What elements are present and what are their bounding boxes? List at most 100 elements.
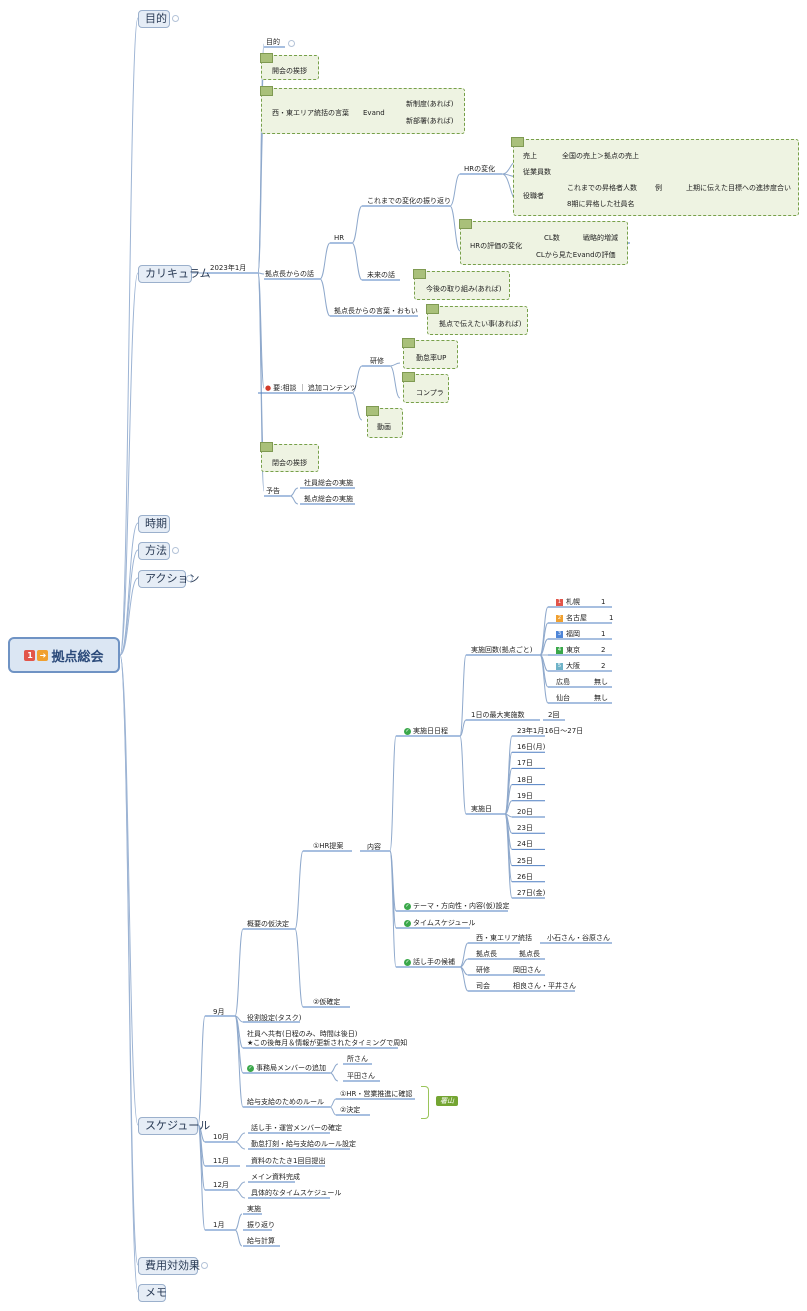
- node-west-east-words[interactable]: 西・東エリア統括の言葉: [272, 109, 349, 117]
- base-count[interactable]: 無し: [594, 678, 608, 686]
- node-member1[interactable]: 所さん: [347, 1055, 368, 1063]
- node-goal-rate[interactable]: 上期に伝えた目標への進捗度合い: [686, 184, 791, 192]
- node-video[interactable]: 動画: [377, 423, 391, 431]
- node-oct1[interactable]: 話し手・運営メンバーの確定: [251, 1124, 342, 1132]
- node-timeschedule[interactable]: ✓タイムスケジュール: [404, 919, 475, 928]
- day-item[interactable]: 23年1月16日〜27日: [517, 727, 584, 735]
- expand-icon[interactable]: [201, 1262, 208, 1269]
- node-base-head-talk[interactable]: 拠点長からの話: [265, 270, 314, 278]
- node-jan2[interactable]: 振り返り: [247, 1221, 275, 1229]
- day-item[interactable]: 16日(月): [517, 743, 546, 752]
- base-item[interactable]: 仙台: [556, 694, 570, 703]
- node-opening[interactable]: 開会の挨拶: [272, 67, 307, 75]
- speaker-role[interactable]: 拠点長: [476, 950, 497, 958]
- node-cl-count[interactable]: CL数: [544, 234, 560, 242]
- node-jan[interactable]: 1月: [213, 1221, 225, 1229]
- node-speakers[interactable]: ✓話し手の候補: [404, 958, 455, 967]
- node-jan1[interactable]: 実施: [247, 1205, 261, 1213]
- node-oct[interactable]: 10月: [213, 1133, 229, 1141]
- branch-schedule[interactable]: スケジュール: [138, 1117, 210, 1135]
- day-item[interactable]: 20日: [517, 808, 533, 816]
- expand-icon[interactable]: [172, 15, 179, 22]
- node-hr-review[interactable]: これまでの変化の振り返り: [367, 197, 451, 205]
- branch-purpose[interactable]: 目的: [138, 10, 170, 28]
- node-notice[interactable]: 予告: [266, 487, 280, 495]
- speaker-role[interactable]: 司会: [476, 982, 490, 990]
- node-promoted-count[interactable]: これまでの昇格者人数: [567, 184, 637, 192]
- node-hr[interactable]: HR: [334, 234, 345, 242]
- node-new-dept[interactable]: 新部署(あれば): [406, 117, 454, 125]
- root-topic[interactable]: 1➜拠点総会: [8, 637, 120, 673]
- node-base-words[interactable]: 拠点長からの言葉・おもい: [334, 307, 418, 315]
- node-future-talk[interactable]: 未来の話: [367, 271, 395, 279]
- speaker-role[interactable]: 研修: [476, 966, 490, 974]
- branch-memo[interactable]: メモ: [138, 1284, 167, 1302]
- node-oct2[interactable]: 勤怠打刻・給与支給のルール設定: [251, 1140, 356, 1148]
- node-dec[interactable]: 12月: [213, 1181, 229, 1189]
- node-share1[interactable]: 社員へ共有(日程のみ、時間は後日): [247, 1030, 358, 1038]
- day-item[interactable]: 25日: [517, 856, 533, 865]
- speaker-name[interactable]: 岡田さん: [513, 966, 541, 974]
- node-pay1[interactable]: ①HR・営業推進に確認: [340, 1090, 413, 1098]
- day-item[interactable]: 18日: [517, 775, 533, 784]
- node-sales-detail[interactable]: 全国の売上＞拠点の売上: [562, 152, 639, 160]
- node-share2[interactable]: ★この後毎月＆情報が更新されたタイミングで周知: [247, 1039, 408, 1047]
- base-count[interactable]: 1: [609, 614, 614, 622]
- node-nov[interactable]: 11月: [213, 1157, 229, 1165]
- node-attendance[interactable]: 勤怠率UP: [416, 354, 447, 362]
- node-count-by-base[interactable]: 実施回数(拠点ごと): [471, 646, 533, 654]
- node-role-setting[interactable]: 役割設定(タスク): [247, 1014, 302, 1022]
- speaker-name[interactable]: 小石さん・谷原さん: [547, 934, 610, 942]
- node-pay-rule[interactable]: 給与支給のためのルール: [247, 1098, 324, 1106]
- branch-curriculum[interactable]: カリキュラム: [138, 265, 211, 283]
- node-content[interactable]: 内容: [367, 843, 381, 851]
- node-compliance[interactable]: コンプラ: [416, 389, 444, 397]
- speaker-name[interactable]: 相良さん・平井さん: [513, 982, 576, 990]
- node-tentative[interactable]: ②仮確定: [313, 998, 341, 1006]
- base-count[interactable]: 無し: [594, 694, 608, 702]
- node-dec1[interactable]: メイン資料完成: [251, 1173, 300, 1181]
- node-h-promoted[interactable]: 8期に昇格した社員名: [567, 200, 635, 208]
- node-dates[interactable]: ✓実施日日程: [404, 727, 448, 736]
- node-employees[interactable]: 従業員数: [523, 168, 551, 176]
- node-strategic[interactable]: 戦略的増減: [583, 234, 618, 242]
- day-item[interactable]: 24日: [517, 840, 533, 849]
- branch-timing[interactable]: 時期: [138, 515, 170, 533]
- node-example[interactable]: 例: [655, 184, 662, 192]
- branch-action[interactable]: アクション: [138, 570, 199, 588]
- node-dec2[interactable]: 具体的なタイムスケジュール: [251, 1189, 342, 1197]
- branch-cost-effect[interactable]: 費用対効果: [138, 1257, 200, 1275]
- node-notice1[interactable]: 社員総会の実施: [304, 479, 353, 487]
- day-item[interactable]: 23日: [517, 824, 533, 833]
- expand-icon[interactable]: [172, 547, 179, 554]
- node-cl-eval[interactable]: CLから見たEvandの評価: [536, 251, 616, 259]
- node-theme[interactable]: ✓テーマ・方向性・内容(仮)設定: [404, 902, 509, 911]
- node-max-per-day[interactable]: 1日の最大実施数: [471, 711, 525, 719]
- node-hr-change[interactable]: HRの変化: [464, 165, 496, 173]
- node-future-plan[interactable]: 今後の取り組み(あれば): [426, 285, 502, 293]
- node-hr-proposal[interactable]: ①HR提案: [313, 842, 344, 850]
- expand-icon[interactable]: [288, 40, 295, 47]
- node-notice2[interactable]: 拠点総会の実施: [304, 495, 353, 503]
- node-sales[interactable]: 売上: [523, 152, 537, 160]
- summary-tag[interactable]: 署山: [436, 1096, 458, 1106]
- expand-icon[interactable]: [186, 575, 193, 582]
- node-training[interactable]: 研修: [370, 357, 384, 365]
- node-jan3[interactable]: 給与計算: [247, 1237, 275, 1245]
- node-evand[interactable]: Evand: [363, 109, 385, 117]
- node-base-message[interactable]: 拠点で伝えたい事(あれば): [439, 320, 522, 328]
- node-member2[interactable]: 平田さん: [347, 1072, 375, 1080]
- base-count[interactable]: 1: [601, 598, 606, 606]
- base-count[interactable]: 2: [601, 646, 606, 654]
- node-closing[interactable]: 閉会の挨拶: [272, 459, 307, 467]
- node-impl-days[interactable]: 実施日: [471, 805, 492, 813]
- node-new-system[interactable]: 新制度(あれば): [406, 100, 454, 108]
- node-promoted[interactable]: 役職者: [523, 192, 544, 200]
- day-item[interactable]: 19日: [517, 791, 533, 800]
- node-pay2[interactable]: ②決定: [340, 1106, 361, 1114]
- node-nov1[interactable]: 資料のたたき1回目提出: [251, 1157, 326, 1165]
